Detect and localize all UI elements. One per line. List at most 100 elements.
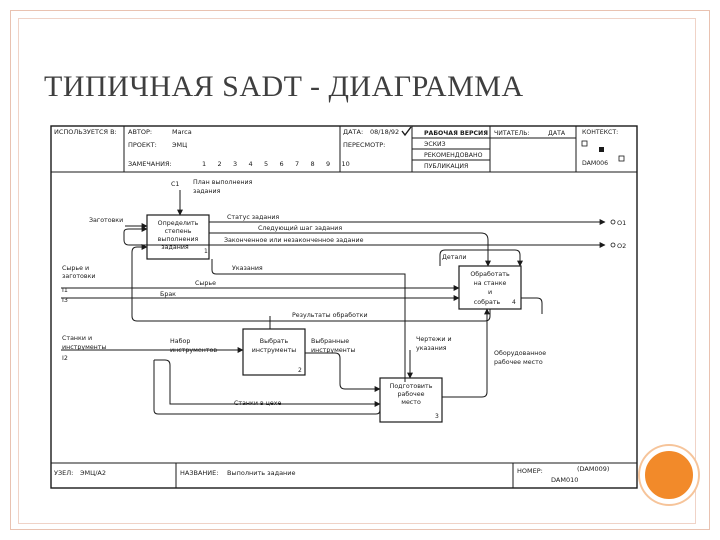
label-details: Детали (442, 254, 466, 261)
slide-title: ТИПИЧНАЯ SADT - ДИАГРАММА (44, 70, 524, 103)
svg-text:на станке: на станке (474, 280, 507, 287)
activity-box-3: Подготовить рабочее место 3 (379, 377, 443, 423)
context-label: КОНТЕКСТ: (582, 129, 618, 136)
arrow-status-feedback (123, 226, 223, 246)
svg-text:и: и (488, 289, 492, 296)
svg-text:4: 4 (512, 299, 516, 306)
notes-label: ЗАМЕЧАНИЯ: (128, 160, 172, 168)
label-zagotovki: Заготовки (89, 217, 123, 224)
note-number: 10 (342, 160, 350, 168)
arrow-results (131, 244, 148, 322)
arrow-equipped (442, 308, 490, 398)
note-number: 9 (326, 160, 330, 168)
label-c1: C1 (171, 181, 179, 188)
context-box-icon-2 (618, 155, 625, 162)
label-finished: Законченное или незаконченное задание (224, 237, 364, 244)
used-in-label: ИСПОЛЬЗУЕТСЯ В: (54, 128, 117, 136)
label-selected-tools-1: Выбранные (311, 337, 349, 345)
label-plan-1: План выполнения (193, 179, 253, 186)
svg-text:рабочее: рабочее (397, 390, 424, 398)
label-tool-set-2: инструментов (170, 347, 217, 354)
arrow-defect (521, 297, 543, 314)
arrow-results-src (137, 309, 491, 322)
number-label: НОМЕР: (517, 467, 543, 475)
label-drawings-2: указания (416, 345, 447, 352)
label-next-step: Следующий шаг задания (258, 224, 342, 232)
author-value: Marca (172, 128, 192, 136)
revision-label: ПЕРЕСМОТР: (343, 141, 385, 149)
note-number: 6 (280, 160, 284, 168)
form-footer (51, 462, 637, 488)
label-machines-tools-1: Станки и (62, 335, 92, 342)
label-status: Статус задания (227, 214, 279, 221)
label-equipped-1: Оборудованное (494, 349, 546, 357)
status-working: РАБОЧАЯ ВЕРСИЯ (424, 130, 488, 137)
svg-text:1: 1 (204, 248, 208, 255)
label-raw-and-blanks-1: Сырье и (62, 265, 89, 272)
number-value-2: DAM010 (551, 476, 578, 484)
label-machines-in-shop: Станки в цехе (234, 400, 282, 407)
reader-label: ЧИТАТЕЛЬ: (494, 130, 530, 137)
date-value: 08/18/92 (370, 128, 399, 136)
arrow-instructions-in (211, 259, 406, 382)
note-number: 1 (202, 160, 206, 168)
label-machines-tools-2: инструменты (62, 344, 106, 351)
note-number: 3 (233, 160, 237, 168)
activity-box-2: Выбрать инструменты 2 (242, 328, 306, 376)
decorative-orange-circle (640, 446, 698, 504)
slide-outer-frame (10, 10, 710, 530)
arrow-selected-tools (305, 352, 381, 392)
arrows (61, 190, 606, 415)
author-label: АВТОР: (128, 128, 152, 136)
project-label: ПРОЕКТ: (128, 141, 157, 149)
slide-inner-frame (18, 18, 696, 524)
arrow-details (439, 249, 523, 267)
node-value: ЭМЦ/А2 (80, 469, 106, 477)
activity-box-4: Обработать на станке и собрать 4 (458, 265, 522, 310)
number-value-1: (DAM009) (577, 465, 609, 473)
context-box-filled-icon (599, 147, 604, 152)
note-number: 2 (218, 160, 222, 168)
status-recommended: РЕКОМЕНДОВАНО (424, 152, 483, 159)
label-results: Результаты обработки (292, 311, 368, 319)
form-border (50, 125, 638, 489)
svg-text:собрать: собрать (474, 298, 501, 306)
name-label: НАЗВАНИЕ: (180, 469, 218, 477)
note-number: 5 (264, 160, 268, 168)
context-code: DAM006 (582, 160, 608, 167)
label-o1: O1 (617, 219, 626, 227)
label-equipped-2: рабочее место (494, 358, 543, 366)
label-defect: Брак (160, 291, 176, 298)
note-number: 4 (249, 160, 253, 168)
svg-text:Выбрать: Выбрать (260, 337, 289, 345)
context-box-icon (581, 140, 588, 147)
svg-text:выполнения: выполнения (158, 236, 199, 243)
svg-text:степень: степень (165, 228, 192, 235)
label-selected-tools-2: инструменты (311, 347, 355, 354)
form-header (51, 126, 637, 173)
reader-date-label: ДАТА (548, 130, 566, 137)
label-plan-2: задания (193, 188, 221, 195)
label-raw: Сырье (195, 280, 216, 287)
svg-text:2: 2 (298, 367, 302, 374)
label-instructions: Указания (232, 265, 263, 272)
output-o2-ring (610, 242, 616, 248)
date-label: ДАТА: (343, 128, 363, 136)
project-value: ЭМЦ (172, 141, 187, 149)
svg-text:задания: задания (161, 244, 189, 251)
svg-text:место: место (401, 399, 421, 406)
label-i2: I2 (62, 355, 68, 362)
svg-text:3: 3 (435, 413, 439, 420)
output-o1-ring (610, 219, 616, 225)
node-label: УЗЕЛ: (54, 469, 73, 477)
status-published: ПУБЛИКАЦИЯ (424, 163, 468, 170)
name-value: Выполнить задание (227, 469, 296, 477)
svg-text:инструменты: инструменты (252, 347, 296, 354)
arrow-shop-to-box3 (154, 359, 381, 407)
arrow-next-step (209, 232, 491, 267)
svg-text:Подготовить: Подготовить (390, 383, 433, 390)
svg-text:Определить: Определить (158, 220, 199, 227)
label-i1: I1 (62, 287, 68, 294)
